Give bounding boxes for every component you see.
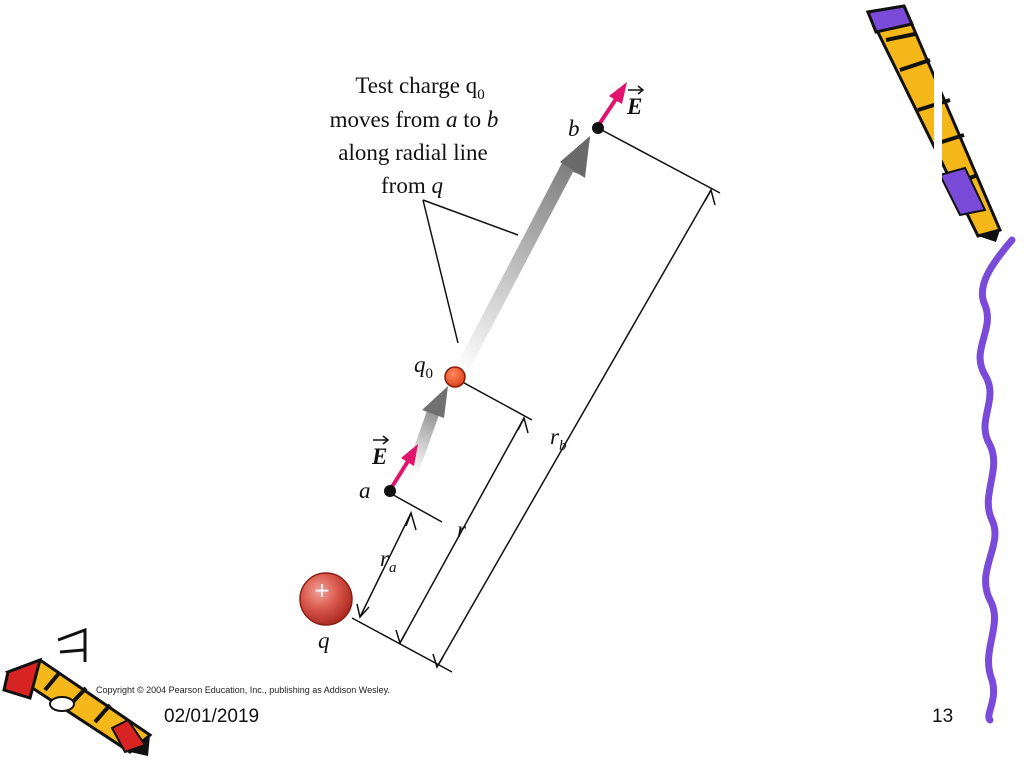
- distance-ra-arrow: [359, 512, 412, 618]
- footer-date: 02/01/2019: [164, 706, 260, 727]
- wavy-border: [976, 236, 1016, 724]
- point-a-label: a: [359, 478, 371, 503]
- svg-text:Test charge q0: Test charge q0: [355, 73, 484, 103]
- copyright-notice: Copyright © 2004 Pearson Education, Inc.…: [96, 685, 390, 695]
- test-charge-label: q0: [414, 352, 433, 382]
- page-number: 13: [932, 706, 954, 727]
- point-a-dot: [384, 485, 396, 497]
- point-b-label: b: [568, 116, 580, 141]
- distance-r-label: r: [457, 517, 467, 542]
- field-vector-arrow-b: [596, 82, 627, 128]
- distance-r-arrow: [399, 417, 525, 644]
- field-vector-label-a: E: [371, 444, 387, 469]
- pencil-icon-top-right: [865, 4, 1003, 242]
- source-charge: [299, 572, 353, 626]
- field-vector-arrow-a: [388, 444, 418, 492]
- field-vector-label-b: E: [626, 94, 642, 119]
- distance-rb-label: rb: [550, 424, 567, 454]
- distance-ra-label: ra: [380, 546, 396, 576]
- callout-text: Test charge q0 moves from a to b along r…: [330, 73, 499, 198]
- source-charge-label: q: [318, 628, 330, 653]
- pencil-icon-bottom-left: [2, 627, 153, 756]
- test-charge: [444, 366, 466, 388]
- svg-text:along radial line: along radial line: [338, 140, 487, 165]
- svg-text:moves from a to b: moves from a to b: [330, 107, 499, 132]
- source-charge-sign: +: [314, 578, 331, 602]
- point-b-dot: [592, 122, 604, 134]
- distance-rb-arrow: [436, 189, 712, 668]
- svg-text:from q: from q: [381, 173, 443, 198]
